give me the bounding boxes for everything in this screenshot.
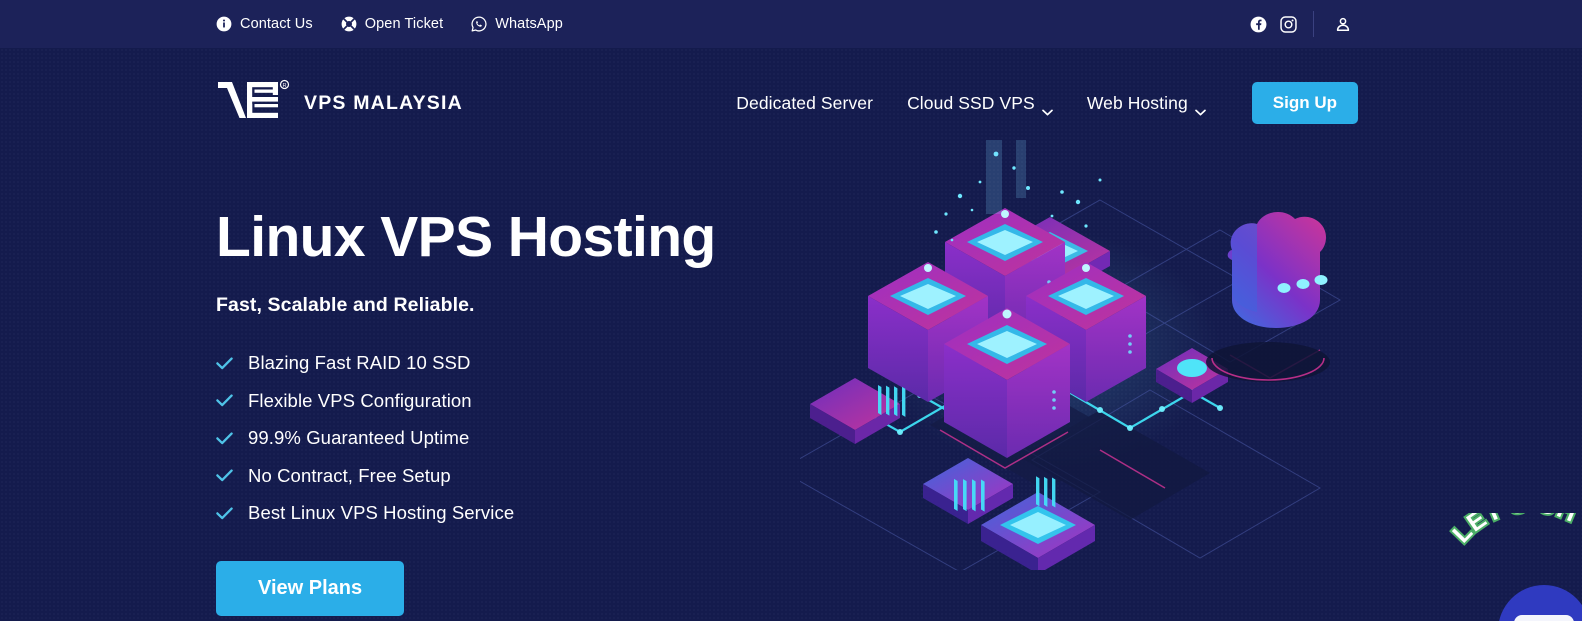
nav-item-web-hosting[interactable]: Web Hosting: [1086, 92, 1206, 115]
svg-text:LET'S CHAT!: LET'S CHAT!: [1448, 513, 1581, 548]
logo-text: VPS MALAYSIA: [304, 91, 463, 114]
hero-body: Linux VPS Hosting Fast, Scalable and Rel…: [0, 140, 1582, 616]
topbar-link-label: Contact Us: [240, 16, 313, 32]
list-item-label: 99.9% Guaranteed Uptime: [248, 427, 470, 449]
view-plans-button[interactable]: View Plans: [216, 560, 405, 616]
main-navbar: R VPS MALAYSIA Dedicated Server Cloud SS…: [0, 48, 1582, 158]
whatsapp-icon: [471, 16, 487, 32]
utility-topbar: Contact Us Open Ticket: [0, 0, 1582, 48]
vps-monogram-icon: R: [216, 76, 294, 131]
site-logo[interactable]: R VPS MALAYSIA: [216, 76, 463, 131]
topbar-links: Contact Us Open Ticket: [216, 16, 563, 32]
hero-section: R VPS MALAYSIA Dedicated Server Cloud SS…: [0, 48, 1582, 621]
hero-subtitle: Fast, Scalable and Reliable.: [216, 294, 475, 317]
instagram-icon[interactable]: [1273, 9, 1303, 39]
info-icon: [216, 16, 232, 32]
svg-text:R: R: [282, 83, 286, 89]
check-icon: [216, 394, 233, 407]
list-item-label: Flexible VPS Configuration: [248, 389, 472, 411]
lets-chat-widget[interactable]: LET'S CHAT!: [1448, 513, 1582, 621]
hero-feature-list: Blazing Fast RAID 10 SSD Flexible VPS Co…: [216, 344, 896, 532]
list-item: No Contract, Free Setup: [216, 457, 896, 495]
nav-item-label: Web Hosting: [1086, 92, 1188, 113]
chat-widget-label: LET'S CHAT!: [1448, 513, 1582, 550]
list-item: Blazing Fast RAID 10 SSD: [216, 344, 896, 382]
topbar-social-group: [1243, 9, 1358, 39]
sign-up-button[interactable]: Sign Up: [1251, 82, 1358, 124]
facebook-icon[interactable]: [1243, 9, 1273, 39]
topbar-link-label: Open Ticket: [364, 16, 444, 32]
topbar-link-label: WhatsApp: [495, 16, 563, 32]
nav-item-label: Dedicated Server: [736, 92, 874, 113]
list-item: Best Linux VPS Hosting Service: [216, 494, 896, 532]
user-account-icon[interactable]: [1328, 9, 1358, 39]
chat-bubble-icon: [1514, 615, 1574, 621]
page-title: Linux VPS Hosting: [216, 205, 716, 269]
check-icon: [216, 356, 233, 370]
nav-item-cloud-ssd-vps[interactable]: Cloud SSD VPS: [907, 92, 1053, 115]
check-icon: [216, 431, 233, 445]
topbar-link-whatsapp[interactable]: WhatsApp: [471, 16, 563, 32]
list-item: 99.9% Guaranteed Uptime: [216, 419, 896, 457]
nav-item-dedicated-server[interactable]: Dedicated Server: [736, 93, 873, 114]
check-icon: [216, 506, 233, 520]
list-item-label: Best Linux VPS Hosting Service: [248, 502, 515, 524]
topbar-divider: [1313, 11, 1314, 37]
primary-nav: Dedicated Server Cloud SSD VPS Web Hosti…: [736, 82, 1358, 124]
nav-item-label: Cloud SSD VPS: [907, 92, 1035, 113]
check-icon: [216, 469, 233, 482]
hero-copy: Linux VPS Hosting Fast, Scalable and Rel…: [216, 158, 896, 616]
list-item: Flexible VPS Configuration: [216, 382, 896, 420]
list-item-label: Blazing Fast RAID 10 SSD: [248, 352, 471, 374]
chevron-down-icon: [1194, 100, 1206, 115]
topbar-link-contact-us[interactable]: Contact Us: [216, 16, 313, 32]
chevron-down-icon: [1041, 100, 1053, 115]
list-item-label: No Contract, Free Setup: [248, 464, 451, 486]
topbar-link-open-ticket[interactable]: Open Ticket: [341, 16, 443, 32]
lifebuoy-icon: [341, 16, 357, 32]
